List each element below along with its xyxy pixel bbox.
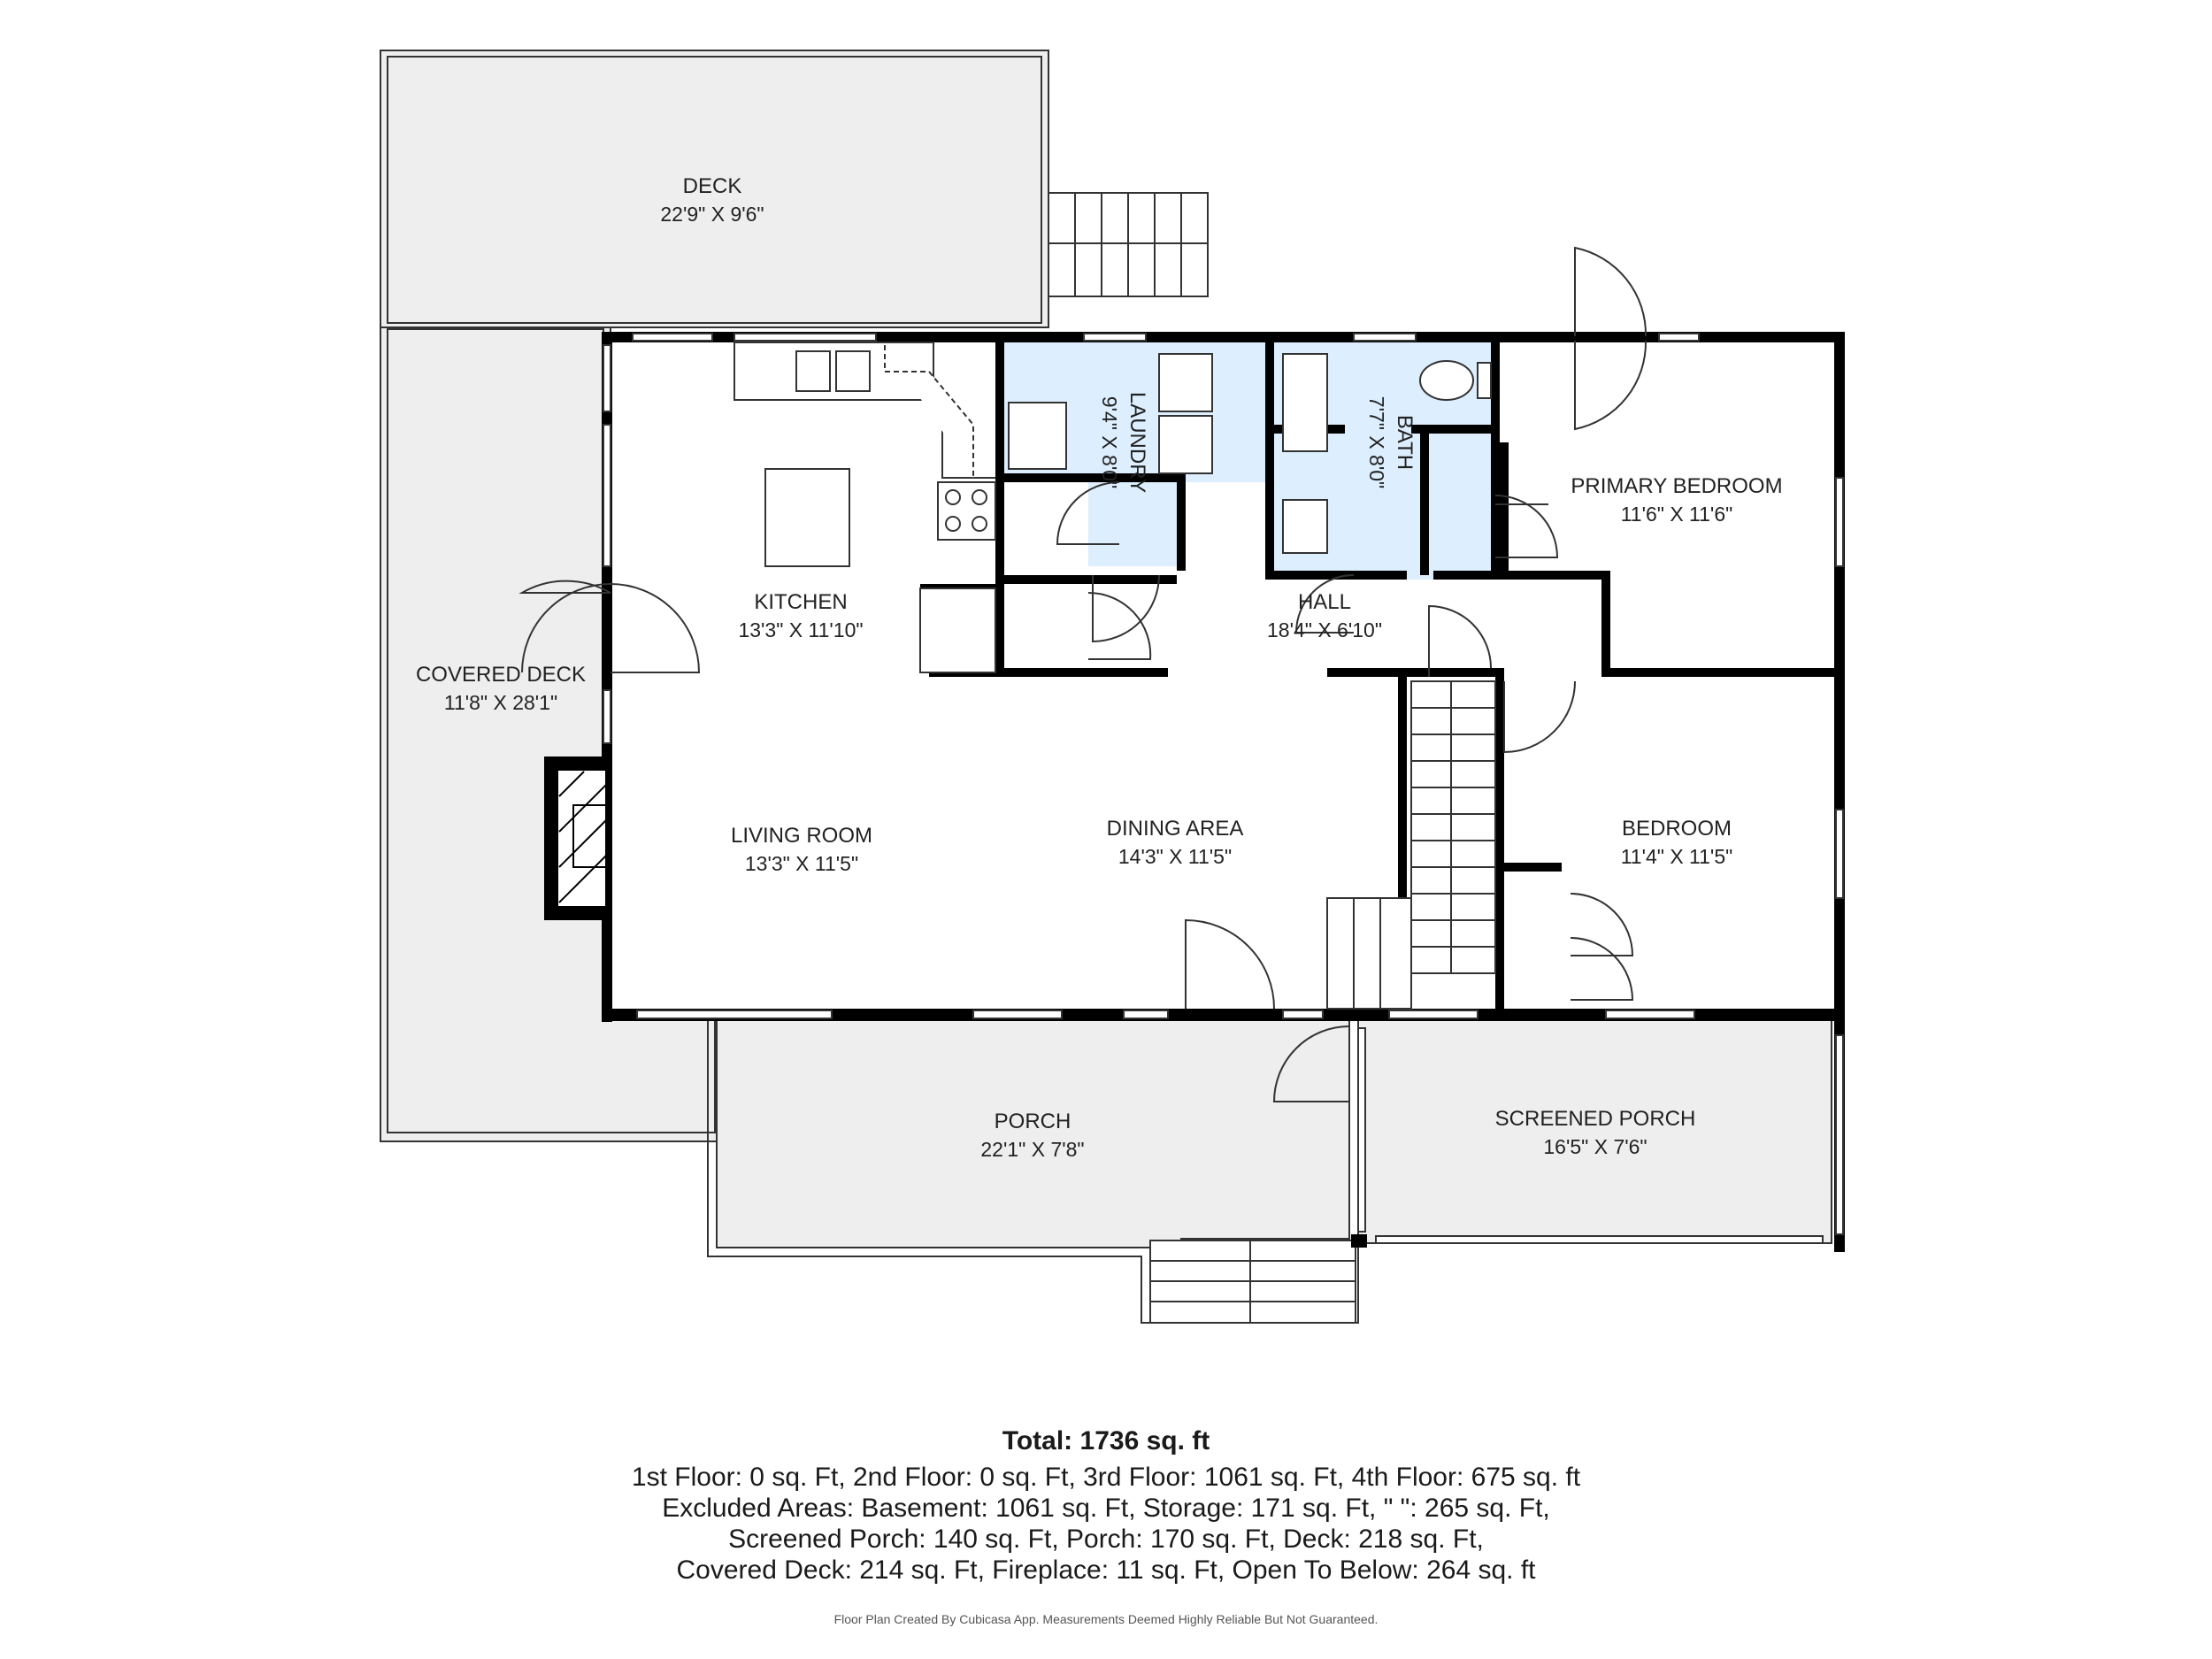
excluded-areas-line-2: Screened Porch: 140 sq. Ft, Porch: 170 s… xyxy=(728,1525,1484,1554)
room-labels: DECK 22'9" X 9'6" COVERED DECK 11'8" X 2… xyxy=(416,174,1783,1161)
hall-dim: 18'4" X 6'10" xyxy=(1267,618,1382,641)
excluded-areas-line: Excluded Areas: Basement: 1061 sq. Ft, S… xyxy=(662,1494,1550,1523)
bath-name: BATH xyxy=(1393,415,1417,470)
deck-stairs xyxy=(1048,192,1209,297)
floor-plan: DECK 22'9" X 9'6" COVERED DECK 11'8" X 2… xyxy=(380,50,1845,1324)
dining-area-dim: 14'3" X 11'5" xyxy=(1118,845,1232,868)
bedroom-dim: 11'4" X 11'5" xyxy=(1621,845,1733,868)
hall-name: HALL xyxy=(1298,590,1351,614)
deck-dim: 22'9" X 9'6" xyxy=(660,203,764,226)
porch-dim: 22'1" X 7'8" xyxy=(980,1138,1084,1161)
screened-porch-dim: 16'5" X 7'6" xyxy=(1543,1135,1647,1158)
covered-deck-name: COVERED DECK xyxy=(416,663,586,687)
wet-room-fixtures xyxy=(1008,353,1492,554)
fireplace-hatch xyxy=(557,769,607,908)
disclaimer: Floor Plan Created By Cubicasa App. Meas… xyxy=(833,1612,1379,1626)
excluded-areas-line-3: Covered Deck: 214 sq. Ft, Fireplace: 11 … xyxy=(676,1555,1536,1585)
living-room-dim: 13'3" X 11'5" xyxy=(745,852,858,875)
doors xyxy=(518,246,1647,1102)
windows xyxy=(603,333,1844,1244)
kitchen-fixtures xyxy=(733,342,996,673)
interior-stairs xyxy=(1326,680,1496,1010)
screened-porch-area xyxy=(1357,1017,1832,1244)
kitchen-dim: 13'3" X 11'10" xyxy=(738,618,863,641)
porch-stairs xyxy=(1149,1240,1356,1324)
living-room-name: LIVING ROOM xyxy=(731,824,872,848)
floor-areas-line: 1st Floor: 0 sq. Ft, 2nd Floor: 0 sq. Ft… xyxy=(631,1463,1581,1492)
laundry-dim: 9'4" X 8'0" xyxy=(1098,396,1121,488)
screened-porch-name: SCREENED PORCH xyxy=(1495,1107,1696,1131)
primary-bedroom-name: PRIMARY BEDROOM xyxy=(1571,474,1782,498)
porch-name: PORCH xyxy=(995,1110,1071,1133)
bedroom-name: BEDROOM xyxy=(1622,817,1732,841)
covered-deck-dim: 11'8" X 28'1" xyxy=(444,691,557,714)
primary-bedroom-dim: 11'6" X 11'6" xyxy=(1621,503,1733,526)
bath-dim: 7'7" X 8'0" xyxy=(1365,396,1388,488)
deck-name: DECK xyxy=(683,174,742,198)
total-area: Total: 1736 sq. ft xyxy=(1002,1426,1210,1455)
dining-area-name: DINING AREA xyxy=(1107,817,1244,841)
kitchen-name: KITCHEN xyxy=(754,590,847,614)
laundry-name: LAUNDRY xyxy=(1125,392,1149,493)
